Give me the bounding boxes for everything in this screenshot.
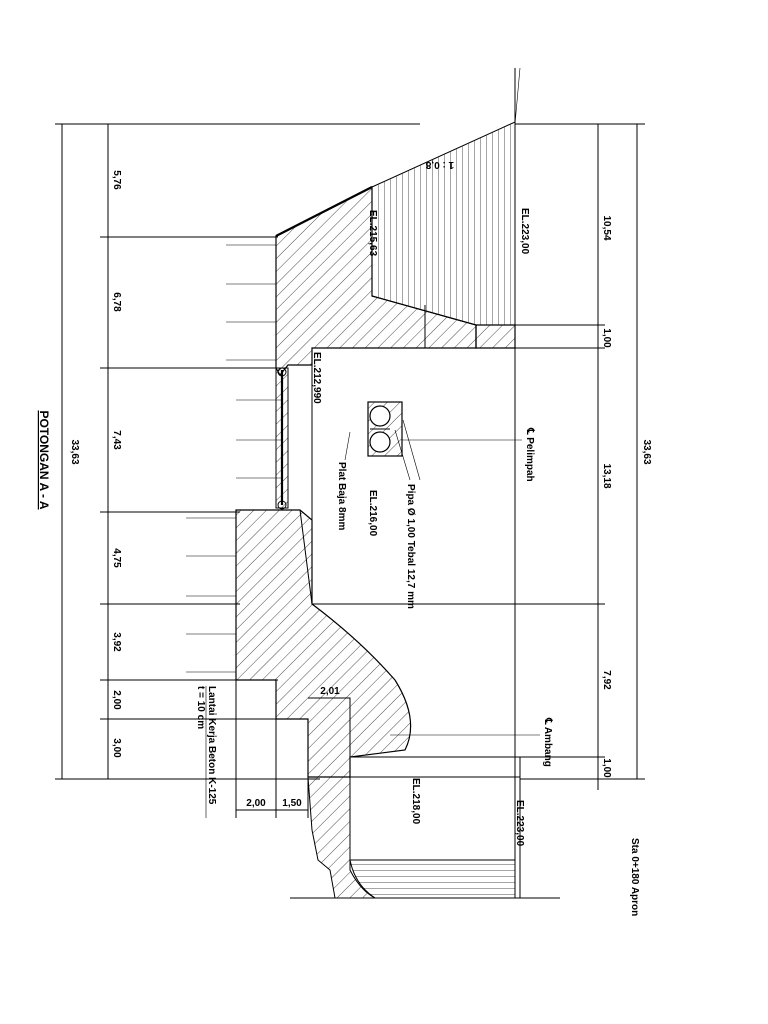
bottom-dim-1: 2,00 [246,798,266,809]
left-dim-7: 3,00 [111,738,122,758]
el-218: EL.218,00 [410,778,421,825]
apron-water [349,859,516,899]
bottom-dimension-chain: 2,00 1,50 [235,680,309,818]
el-212: EL.212,990 [311,352,322,404]
backfill-soil [371,121,516,326]
left-face-ticks [186,244,282,673]
pelimpah-label: ℄ Pelimpah [524,427,535,482]
apron-wall [307,776,376,899]
left-dim-5: 3,92 [111,632,122,652]
slope-ratio: 1 : 0,8 [425,159,454,170]
right-dim-5: 1,00 [601,758,612,778]
left-dim-1: 5,76 [111,170,122,190]
concrete-cap [475,324,516,349]
el-216: EL.216,00 [367,490,378,537]
left-dim-4: 4,75 [111,548,122,568]
left-total-dim: 33,63 [69,439,80,464]
el-223-bottom: EL.223,00 [514,800,525,847]
el-223-top: EL.223,00 [519,208,530,255]
pipa-label: Pipa Ø 1,00 Tebal 12,7 mm [405,484,416,609]
lantai-label-1: Lantai Kerja Beton K-125 [206,686,217,805]
ambang-label: ℄ Ambang [542,717,553,767]
right-dim-2: 1,00 [601,328,612,348]
el-215: EL.215,63 [367,210,378,257]
right-dim-4: 7,92 [601,670,612,690]
section-title: POTONGAN A - A [37,410,51,509]
left-dim-2: 6,78 [111,292,122,312]
left-dimension-chain: 33,63 5,76 6,78 7,43 4,75 3,92 2,00 3,00 [55,123,420,780]
bottom-dim-2: 1,50 [282,798,302,809]
left-dim-6: 2,00 [111,690,122,710]
concrete-ogee-body [235,509,412,778]
dim-2-01: 2,01 [320,686,340,697]
right-dimension-chain: 33,63 10,54 1,00 13,18 7,92 1,00 [515,123,652,790]
right-dim-3: 13,18 [601,463,612,488]
right-total-dim: 33,63 [641,439,652,464]
station-label: Sta 0+180 Apron [629,838,640,916]
lantai-label-2: t = 10 cm [195,686,206,729]
left-dim-3: 7,43 [111,430,122,450]
right-dim-1: 10,54 [601,215,612,240]
plat-label: Plat Baja 8mm [336,462,347,530]
pipe-assembly [367,401,403,457]
